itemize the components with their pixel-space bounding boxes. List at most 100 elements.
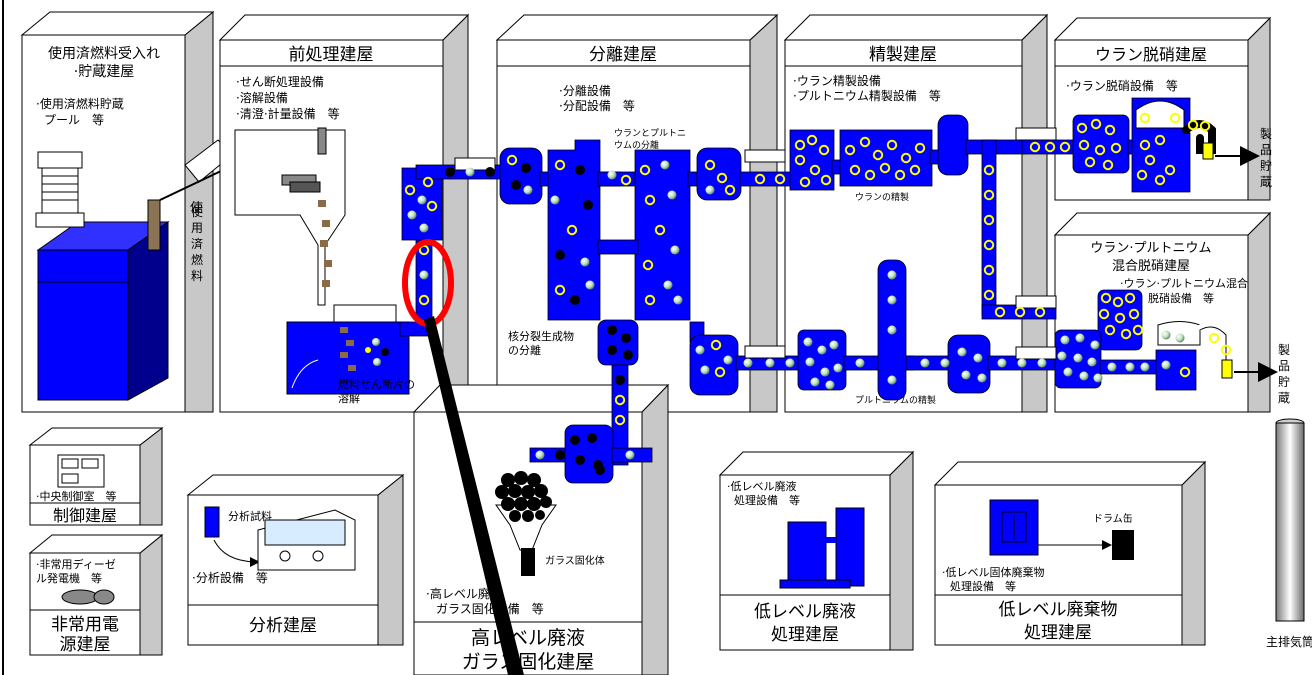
uranium-marker (1208, 332, 1220, 344)
plutonium-marker (887, 375, 897, 385)
plutonium-marker (973, 353, 983, 363)
building-connectors (454, 127, 1057, 360)
fission-product-marker (570, 435, 580, 445)
control-title: 制御建屋 (53, 506, 117, 525)
fission-product-marker (583, 200, 593, 210)
plutonium-marker (667, 190, 677, 200)
uranium-marker (1098, 308, 1110, 320)
plutonium-marker (820, 367, 830, 377)
plutonium-marker (1037, 358, 1047, 368)
uranium-marker (799, 176, 811, 188)
plutonium-marker (1063, 367, 1073, 377)
uranium-marker (1034, 306, 1046, 318)
uranium-marker (900, 152, 912, 164)
uranium-marker (886, 139, 898, 151)
plutonium-marker (1017, 358, 1027, 368)
plutonium-marker (977, 373, 987, 383)
low-liquid-title-line1: 低レベル廃液 (754, 602, 856, 622)
plutonium-marker (663, 280, 673, 290)
emergency-title-line2: 源建屋 (60, 635, 111, 655)
pu-purif-tank-2 (947, 334, 991, 394)
plutonium-marker (1175, 333, 1185, 343)
uranium-marker (983, 214, 995, 226)
uranium-marker (983, 189, 995, 201)
main-exhaust-stack: 主排気筒 (1266, 418, 1312, 649)
fission-product-marker (607, 325, 617, 335)
svg-text:品: 品 (1278, 359, 1290, 373)
svg-text:品: 品 (1260, 143, 1272, 157)
svg-text:済: 済 (191, 236, 203, 251)
uranium-marker (983, 264, 995, 276)
purification-title: 精製建屋 (869, 45, 937, 65)
svg-text:使: 使 (191, 204, 203, 219)
analysis-title: 分析建屋 (249, 616, 317, 636)
control-panel-icon (57, 454, 105, 488)
plutonium-marker (535, 450, 545, 460)
uranium-marker (1164, 164, 1176, 176)
uranium-marker (404, 184, 416, 196)
pretreatment-note-line2: ·溶解設備 (236, 90, 288, 105)
uranium-marker (1100, 292, 1112, 304)
plutonium-marker (1090, 340, 1100, 350)
uranium-marker (914, 142, 926, 154)
uranium-marker (754, 173, 766, 185)
mox-denitration-title-line1: ウラン·プルトニウム (1090, 241, 1211, 256)
extraction-column-1 (547, 139, 601, 321)
uranium-marker (1110, 142, 1122, 154)
plutonium-marker (705, 185, 715, 195)
plutonium-marker (607, 170, 617, 180)
uranium-marker (714, 366, 726, 378)
plutonium-marker (550, 195, 560, 205)
plutonium-marker (940, 358, 950, 368)
uranium-marker (879, 162, 891, 174)
uranium-marker (909, 164, 921, 176)
mox-denitration-note-line1: ·ウラン·プルトニウム混合 (1120, 276, 1248, 290)
low-level-solid-waste-building: ドラム缶 ·低レベル固体廃棄物 処理設備 等 低レベル廃棄物 処理建屋 (933, 460, 1207, 646)
mox-vessel (1155, 349, 1197, 391)
emergency-power-building: ·非常用ディーゼ ル発電機 等 非常用電 源建屋 (28, 533, 164, 656)
plutonium-marker (1161, 330, 1171, 340)
uranium-marker (1128, 308, 1140, 320)
uranium-marker (894, 169, 906, 181)
uranium-marker (506, 154, 518, 166)
low-solid-title-line1: 低レベル廃棄物 (999, 600, 1118, 620)
black-overlay-line (424, 316, 524, 675)
plutonium-marker (673, 295, 683, 305)
fission-product-marker (521, 163, 531, 173)
low-liquid-title-line2: 処理建屋 (771, 625, 839, 645)
uranium-marker (554, 284, 566, 296)
uranium-marker (1169, 112, 1181, 124)
glass-product-label: ガラス固化体 (545, 554, 605, 567)
plutonium-marker (660, 160, 670, 170)
uranium-marker (724, 184, 736, 196)
pretreatment-title: 前処理建屋 (289, 45, 374, 65)
plutonium-marker (957, 347, 967, 357)
fission-product-marker (511, 180, 521, 190)
low-liquid-note-line1: ·低レベル廃液 (727, 479, 797, 493)
emergency-note-line1: ·非常用ディーゼ (36, 557, 116, 571)
plutonium-marker (417, 195, 427, 205)
uranium-marker (983, 239, 995, 251)
fission-product-marker (587, 433, 597, 443)
purification-note-line2: ·プルトニウム精製設備 等 (793, 88, 941, 103)
sample-vial-icon (204, 506, 220, 538)
mox-denitration-title-line2: 混合脱硝建屋 (1112, 259, 1190, 274)
uranium-marker (1084, 156, 1096, 168)
plutonium-marker (803, 337, 813, 347)
plutonium-marker (625, 450, 635, 460)
low-solid-title-line2: 処理建屋 (1024, 623, 1092, 643)
stack-label: 主排気筒 (1266, 634, 1312, 649)
uranium-marker (1120, 328, 1132, 340)
separation-title: 分離建屋 (589, 45, 657, 65)
uranium-marker (554, 159, 566, 171)
uranium-marker (1124, 292, 1136, 304)
u-purif-col-2 (839, 129, 933, 187)
u-pu-separation-callout-line2: ウムの分離 (614, 139, 659, 151)
analysis-note: ·分析設備 等 (192, 570, 268, 585)
vitrification-title-line1: 高レベル廃液 (471, 627, 585, 649)
uranium-marker (844, 144, 856, 156)
generator-icon (61, 589, 99, 605)
uranium-marker (639, 164, 651, 176)
plutonium-marker (765, 358, 775, 368)
